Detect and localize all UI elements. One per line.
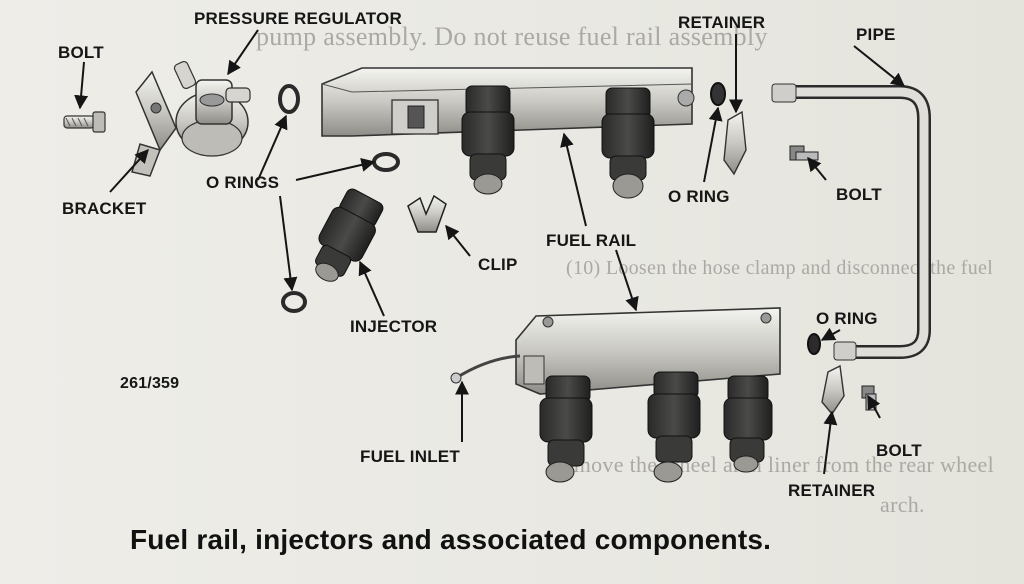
leader-line <box>615 249 639 312</box>
leader-line <box>257 114 288 181</box>
leader-line <box>295 158 376 181</box>
leader-line <box>109 148 149 193</box>
leader-line <box>560 132 587 227</box>
o-ring-part <box>710 82 726 106</box>
label-fuel-rail: FUEL RAIL <box>546 231 637 250</box>
label-pressure-regulator: PRESSURE REGULATOR <box>194 9 402 28</box>
o-ring-part <box>807 333 821 355</box>
o-ring-part <box>372 152 400 172</box>
label-bracket: BRACKET <box>62 199 147 218</box>
fuel-rail-lower-part <box>450 307 781 395</box>
leader-line <box>823 410 838 475</box>
label-retainer-bottom: RETAINER <box>788 481 876 500</box>
label-o-ring-lower: O RING <box>816 309 878 328</box>
leader-line <box>853 45 906 87</box>
leader-line <box>703 106 723 183</box>
label-o-ring-top: O RING <box>668 187 730 206</box>
leader-line <box>445 224 471 257</box>
label-bolt-top-left: BOLT <box>58 43 104 62</box>
injector-part <box>461 85 515 195</box>
leader-line <box>279 195 298 292</box>
injector-part <box>539 375 593 483</box>
retainer-part <box>821 364 845 416</box>
bolt-part-right <box>789 145 819 161</box>
leader-line <box>74 61 89 110</box>
label-bolt-lower-right: BOLT <box>876 441 922 460</box>
leader-line <box>867 394 881 419</box>
label-clip: CLIP <box>478 255 518 274</box>
label-retainer-top: RETAINER <box>678 13 766 32</box>
leader-line <box>807 156 827 181</box>
injector-part <box>315 188 384 282</box>
label-pipe: PIPE <box>856 25 896 44</box>
label-bolt-right: BOLT <box>836 185 882 204</box>
pressure-regulator-part <box>173 60 251 157</box>
injector-part <box>647 371 701 483</box>
bolt-part-top-left <box>63 111 106 133</box>
injector-part <box>601 87 655 199</box>
label-injector: INJECTOR <box>350 317 438 336</box>
label-o-rings: O RINGS <box>206 173 280 192</box>
bleed-through-text-4: arch. <box>880 492 925 517</box>
bleed-through-text-2: (10) Loosen the hose clamp and disconnec… <box>566 257 994 279</box>
leader-line <box>358 260 385 317</box>
o-ring-part <box>281 291 307 313</box>
label-fuel-inlet: FUEL INLET <box>360 447 460 466</box>
o-ring-part <box>278 84 300 114</box>
bleed-through-text-1: pump assembly. Do not reuse fuel rail as… <box>256 22 768 51</box>
retainer-part <box>723 110 747 176</box>
clip-part <box>407 194 447 233</box>
figure-reference-number: 261/359 <box>120 375 180 392</box>
pipe-part <box>771 83 931 361</box>
injector-part <box>723 375 773 473</box>
leader-line <box>820 327 841 341</box>
leader-line <box>227 29 259 76</box>
figure-caption: Fuel rail, injectors and associated comp… <box>130 524 772 555</box>
